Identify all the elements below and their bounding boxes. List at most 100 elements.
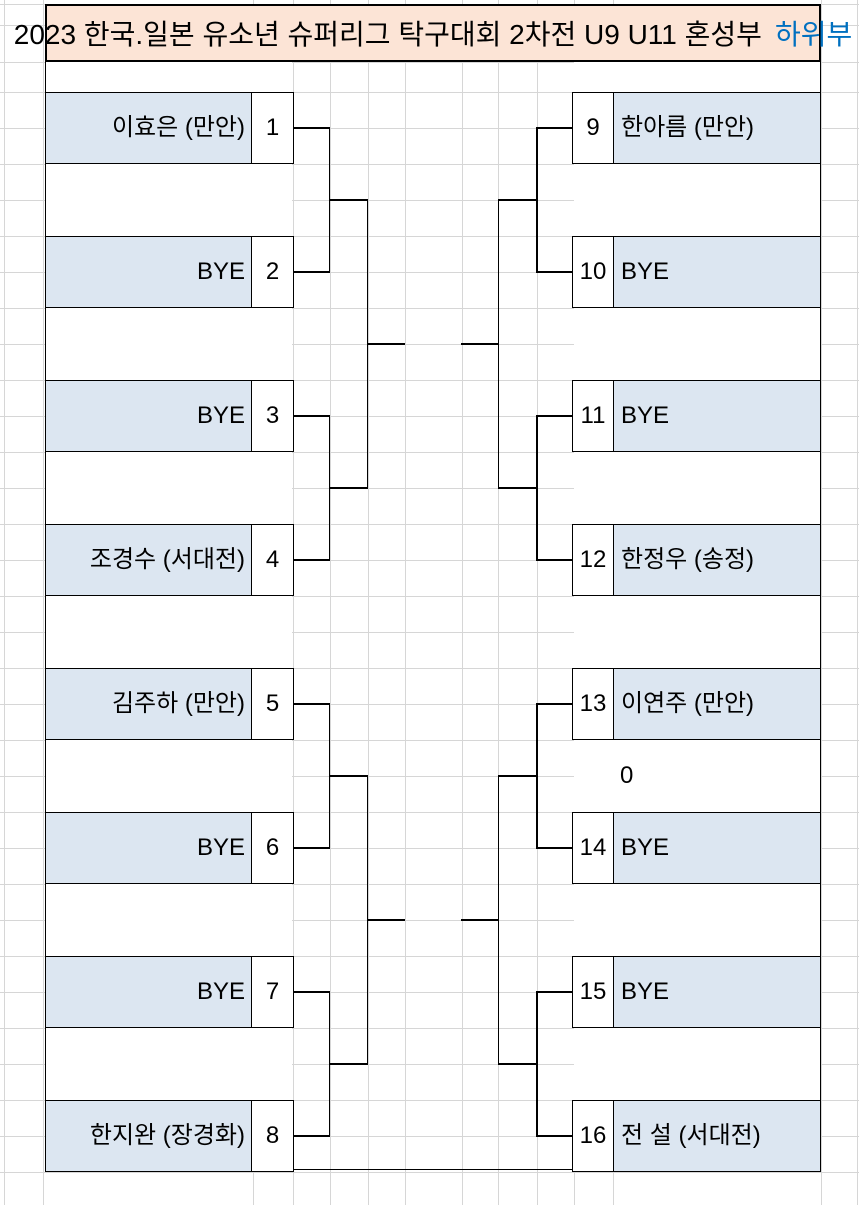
bracket-frame-left xyxy=(44,61,46,1170)
bracket-frame-right xyxy=(819,61,821,1170)
grid-line xyxy=(0,236,859,237)
bracket-entry: 10 BYE xyxy=(572,236,821,308)
grid-line xyxy=(368,0,369,1205)
grid-line xyxy=(0,812,859,813)
seed-cell[interactable]: 3 xyxy=(252,380,294,452)
grid-line xyxy=(0,956,859,957)
grid-line xyxy=(0,992,859,993)
seed-cell[interactable]: 15 xyxy=(572,956,614,1028)
bracket-connector xyxy=(328,415,330,561)
bracket-entry: 11 BYE xyxy=(572,380,821,452)
bracket-connector xyxy=(292,847,330,849)
grid-line xyxy=(0,1064,859,1065)
bracket-entry: BYE 7 xyxy=(45,956,294,1028)
bracket-connector xyxy=(292,271,330,273)
grid-line xyxy=(0,1100,859,1101)
grid-line xyxy=(462,0,463,1205)
bracket-entry: BYE 6 xyxy=(45,812,294,884)
grid-line xyxy=(537,0,538,1205)
bracket-connector xyxy=(330,775,368,777)
bracket-frame-bottom xyxy=(45,1168,821,1170)
bracket-connector xyxy=(536,415,573,417)
player-cell[interactable]: 한지완 (장경화) xyxy=(45,1100,252,1172)
seed-cell[interactable]: 1 xyxy=(252,92,294,164)
grid-line xyxy=(0,884,859,885)
grid-line xyxy=(0,61,859,63)
player-cell[interactable]: BYE xyxy=(614,812,821,884)
grid-line xyxy=(0,848,859,849)
seed-cell[interactable]: 2 xyxy=(252,236,294,308)
player-cell[interactable]: 이효은 (만안) xyxy=(45,92,252,164)
bracket-connector xyxy=(536,703,573,705)
player-cell[interactable]: 이연주 (만안) xyxy=(614,668,821,740)
seed-cell[interactable]: 7 xyxy=(252,956,294,1028)
bracket-connector xyxy=(498,1063,537,1065)
seed-cell[interactable]: 10 xyxy=(572,236,614,308)
grid-line xyxy=(0,1136,859,1137)
player-cell[interactable]: 한정우 (송정) xyxy=(614,524,821,596)
player-cell[interactable]: BYE xyxy=(614,380,821,452)
seed-cell[interactable]: 16 xyxy=(572,1100,614,1172)
grid-line xyxy=(0,740,859,741)
bracket-connector xyxy=(292,127,330,129)
player-cell[interactable]: 조경수 (서대전) xyxy=(45,524,252,596)
bracket-entry: 이효은 (만안) 1 xyxy=(45,92,294,164)
bracket-connector xyxy=(330,487,368,489)
grid-line xyxy=(0,560,859,561)
bracket-connector xyxy=(292,991,330,993)
grid-line xyxy=(0,488,859,489)
bracket-connector xyxy=(461,343,499,345)
grid-line xyxy=(0,416,859,417)
seed-cell[interactable]: 5 xyxy=(252,668,294,740)
bracket-connector xyxy=(498,487,537,489)
seed-cell[interactable]: 13 xyxy=(572,668,614,740)
player-cell[interactable]: BYE xyxy=(614,236,821,308)
bracket-connector xyxy=(536,271,573,273)
seed-cell[interactable]: 6 xyxy=(252,812,294,884)
bracket-connector xyxy=(292,703,330,705)
grid-line xyxy=(0,308,859,309)
bracket-connector xyxy=(536,991,573,993)
player-cell[interactable]: BYE xyxy=(45,956,252,1028)
grid-line xyxy=(0,128,859,129)
bracket-entry: BYE 2 xyxy=(45,236,294,308)
bracket-entry: 김주하 (만안) 5 xyxy=(45,668,294,740)
player-cell[interactable]: BYE xyxy=(45,236,252,308)
grid-line xyxy=(0,524,859,525)
player-cell[interactable]: BYE xyxy=(45,812,252,884)
player-cell[interactable]: BYE xyxy=(45,380,252,452)
bracket-entry: 한지완 (장경화) 8 xyxy=(45,1100,294,1172)
title-cell[interactable]: 2023 한국.일본 유소년 슈퍼리그 탁구대회 2차전 U9 U11 혼성부 … xyxy=(14,4,852,62)
bracket-connector xyxy=(498,199,537,201)
grid-line xyxy=(0,632,859,633)
player-cell[interactable]: BYE xyxy=(614,956,821,1028)
score-annotation[interactable]: 0 xyxy=(620,762,634,789)
bracket-connector xyxy=(367,919,405,921)
grid-line xyxy=(0,596,859,597)
grid-line xyxy=(857,0,858,1205)
grid-line xyxy=(0,668,859,669)
grid-line xyxy=(330,0,331,1205)
grid-line xyxy=(0,776,859,777)
grid-line xyxy=(293,0,295,1205)
grid-line xyxy=(3,0,5,1205)
seed-cell[interactable]: 11 xyxy=(572,380,614,452)
grid-line xyxy=(0,380,859,381)
seed-cell[interactable]: 14 xyxy=(572,812,614,884)
seed-cell[interactable]: 12 xyxy=(572,524,614,596)
player-cell[interactable]: 한아름 (만안) xyxy=(614,92,821,164)
grid-line xyxy=(0,1028,859,1029)
grid-line xyxy=(0,344,859,345)
bracket-connector xyxy=(328,127,330,273)
bracket-connector xyxy=(536,559,573,561)
seed-cell[interactable]: 8 xyxy=(252,1100,294,1172)
bracket-entry: BYE 3 xyxy=(45,380,294,452)
seed-cell[interactable]: 4 xyxy=(252,524,294,596)
bracket-entry: 9 한아름 (만안) xyxy=(572,92,821,164)
bracket-connector xyxy=(536,1135,573,1137)
bracket-connector xyxy=(330,199,368,201)
bracket-entry: 13 이연주 (만안) xyxy=(572,668,821,740)
player-cell[interactable]: 전 설 (서대전) xyxy=(614,1100,821,1172)
seed-cell[interactable]: 9 xyxy=(572,92,614,164)
player-cell[interactable]: 김주하 (만안) xyxy=(45,668,252,740)
